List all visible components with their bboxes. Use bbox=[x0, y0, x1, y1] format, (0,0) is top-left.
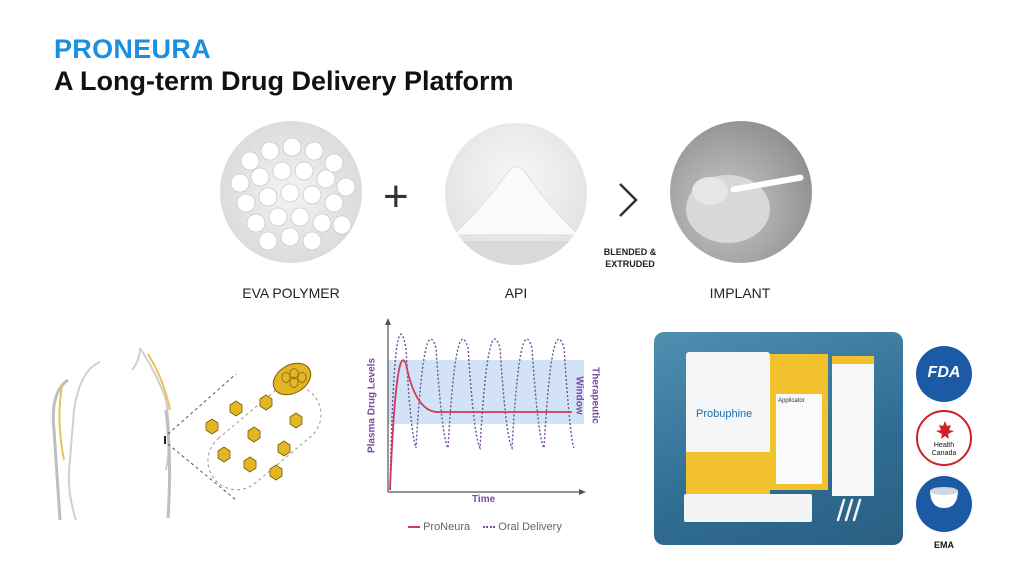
eva-polymer-label: EVA POLYMER bbox=[242, 285, 340, 301]
legend-proneura: ProNeura bbox=[423, 521, 471, 533]
eva-polymer-image bbox=[220, 121, 362, 263]
body-illustration bbox=[40, 340, 340, 530]
ema-badge-icon bbox=[916, 476, 972, 532]
implant-hexagon-cluster bbox=[200, 355, 320, 485]
applicator-pouch bbox=[684, 494, 812, 522]
chevron-right-icon bbox=[616, 180, 640, 225]
brand-title: PRONEURA bbox=[54, 34, 211, 64]
legend-oral: Oral Delivery bbox=[498, 521, 562, 533]
y-axis-label: Plasma Drug Levels bbox=[366, 357, 378, 454]
therapeutic-label-1: Therapeutic bbox=[589, 367, 601, 424]
product-box-middle: Applicator bbox=[770, 354, 828, 490]
product-photo: Probuphine Applicator bbox=[654, 332, 903, 545]
health-canada-badge-icon: Health Canada bbox=[916, 410, 972, 466]
x-axis-label: Time bbox=[472, 494, 496, 505]
honeycomb-detail-icon bbox=[270, 357, 314, 401]
applicator-text: Applicator bbox=[778, 398, 805, 404]
ema-label: EMA bbox=[934, 540, 954, 550]
oral-delivery-series bbox=[389, 333, 575, 491]
api-powder-image bbox=[445, 123, 587, 265]
legend-proneura-swatch bbox=[408, 526, 420, 529]
api-label: API bbox=[504, 285, 528, 301]
product-box-right bbox=[832, 356, 874, 496]
fda-badge-icon: FDA bbox=[916, 346, 972, 402]
chart-legend: ProNeura Oral Delivery bbox=[408, 521, 562, 533]
implant-image bbox=[670, 121, 812, 263]
implant-rods bbox=[834, 498, 864, 522]
plus-icon: + bbox=[383, 172, 409, 221]
yellow-band bbox=[686, 452, 770, 494]
proneura-series bbox=[389, 359, 572, 491]
page-subtitle: A Long-term Drug Delivery Platform bbox=[54, 66, 514, 96]
therapeutic-label-2: Window bbox=[573, 376, 585, 415]
implant-label: IMPLANT bbox=[709, 285, 771, 301]
pk-chart: Plasma Drug Levels Time Therapeutic Wind… bbox=[360, 318, 601, 548]
product-box-left: Probuphine bbox=[686, 352, 770, 494]
legend-oral-swatch bbox=[483, 526, 496, 529]
extruded-label: EXTRUDED bbox=[605, 259, 655, 269]
product-brand-text: Probuphine bbox=[696, 408, 753, 420]
blended-label: BLENDED & bbox=[603, 247, 657, 257]
